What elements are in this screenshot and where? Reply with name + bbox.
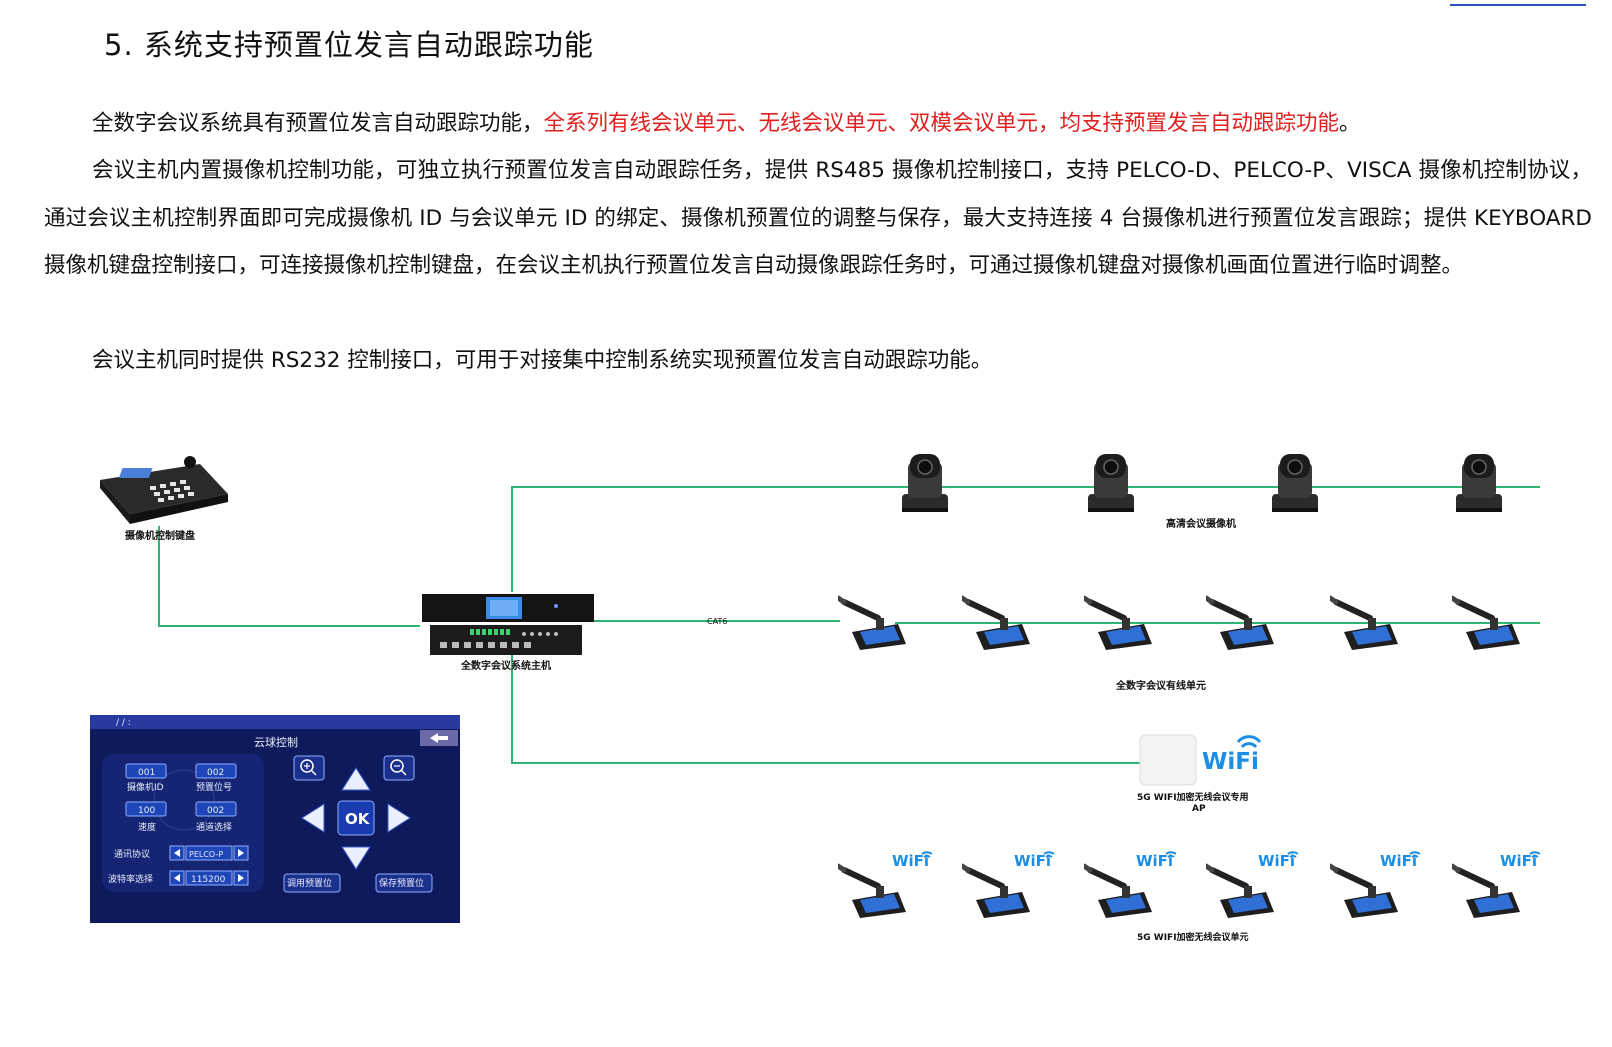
- ptz-control-panel: / / : 云球控制 001 摄像机ID 002 预置位号 100 速度 002…: [90, 715, 460, 923]
- arrow-right-button[interactable]: [387, 803, 411, 833]
- p1-text: 全数字会议系统具有预置位发言自动跟踪功能，: [92, 111, 544, 136]
- channel-value: 002: [207, 806, 224, 816]
- wireless-unit: [838, 866, 906, 918]
- panel-title: 云球控制: [254, 735, 298, 749]
- arrow-down-button[interactable]: [341, 846, 371, 870]
- zoom-out-button[interactable]: [383, 755, 415, 781]
- wifi-icon: [1236, 735, 1262, 744]
- keyboard-label: 摄像机控制键盘: [125, 529, 195, 542]
- hd-camera: [901, 453, 949, 513]
- wifi-icon: [1136, 851, 1176, 870]
- wireless-unit-row: [838, 851, 1540, 918]
- cameras-label: 高清会议摄像机: [1166, 517, 1236, 530]
- arrow-left-button[interactable]: [301, 803, 325, 833]
- protocol-value: PELCO-P: [189, 850, 223, 859]
- save-preset-label: 保存预置位: [379, 877, 424, 889]
- panel-topbar: / / :: [116, 718, 131, 728]
- speed-label: 速度: [138, 821, 156, 833]
- wireless-units-label: 5G WIFI加密无线会议单元: [1137, 931, 1249, 943]
- speed-value: 100: [138, 806, 155, 816]
- baud-value: 115200: [191, 875, 226, 885]
- zoom-in-button[interactable]: [293, 755, 325, 781]
- preset-number-field[interactable]: [195, 763, 237, 779]
- hd-camera: [1455, 453, 1503, 513]
- ap-label-line2: AP: [1192, 804, 1206, 814]
- baud-value-field: [185, 870, 233, 886]
- ok-label: OK: [345, 810, 371, 828]
- p1-highlight: 全系列有线会议单元、无线会议单元、双模会议单元，均支持预置发言自动跟踪功能: [543, 111, 1340, 136]
- paragraph-1: 全数字会议系统具有预置位发言自动跟踪功能，全系列有线会议单元、无线会议单元、双模…: [44, 100, 1592, 148]
- back-arrow-icon: [430, 733, 448, 743]
- protocol-value-field: [185, 845, 233, 861]
- wifi-icon: [1258, 851, 1298, 870]
- p1-end: 。: [1339, 111, 1361, 136]
- wired-units-label: 全数字会议有线单元: [1115, 679, 1206, 692]
- arrow-left-icon: [174, 849, 180, 857]
- wifi-icon: [892, 851, 932, 870]
- top-decor-line: [1450, 4, 1586, 6]
- preset-number-value: 002: [207, 768, 224, 778]
- camera-id-value: 001: [138, 768, 155, 778]
- wifi-icon: [1500, 851, 1540, 870]
- call-preset-button[interactable]: [283, 873, 341, 893]
- speed-field[interactable]: [125, 801, 167, 817]
- call-preset-label: 调用预置位: [287, 877, 332, 889]
- arrow-right-icon: [238, 874, 244, 882]
- wireless-unit: [962, 866, 1030, 918]
- zoom-out-icon: [390, 759, 404, 773]
- hd-camera: [1087, 453, 1135, 513]
- preset-number-label: 预置位号: [196, 781, 232, 793]
- hd-camera-row: [901, 453, 1503, 513]
- wifi-icon: [1014, 851, 1054, 870]
- conference-host-device: [422, 594, 594, 655]
- cat6-label: CAT6: [707, 617, 727, 626]
- paragraph-3: 会议主机同时提供 RS232 控制接口，可用于对接集中控制系统实现预置位发言自动…: [92, 348, 993, 373]
- ap-label-line1: 5G WIFI加密无线会议专用: [1137, 791, 1249, 803]
- camera-id-label: 摄像机ID: [127, 781, 164, 793]
- camera-keyboard-device: [100, 456, 228, 524]
- section-heading: 5. 系统支持预置位发言自动跟踪功能: [104, 28, 594, 62]
- wifi-logo-text: WiFi: [1202, 749, 1259, 775]
- zoom-in-icon: [300, 759, 314, 773]
- host-label: 全数字会议系统主机: [460, 659, 551, 672]
- arrow-left-icon: [174, 874, 180, 882]
- wireless-ap-device: WiFi: [1139, 734, 1262, 786]
- wireless-unit: [1452, 866, 1520, 918]
- wireless-unit: [1206, 866, 1274, 918]
- save-preset-button[interactable]: [375, 873, 433, 893]
- wireless-unit: [1084, 866, 1152, 918]
- channel-field[interactable]: [195, 801, 237, 817]
- channel-label: 通道选择: [196, 821, 232, 833]
- wireless-unit: [1330, 866, 1398, 918]
- system-diagram: WiFi 摄像机控制键盘: [90, 453, 1540, 943]
- wifi-icon: [1380, 851, 1420, 870]
- paragraph-2: 会议主机内置摄像机控制功能，可独立执行预置位发言自动跟踪任务，提供 RS485 …: [44, 158, 1592, 278]
- arrow-right-icon: [238, 849, 244, 857]
- ok-button[interactable]: [337, 800, 375, 836]
- camera-id-field[interactable]: [125, 763, 167, 779]
- protocol-label: 通讯协议: [114, 848, 150, 860]
- hd-camera: [1271, 453, 1319, 513]
- baud-label: 波特率选择: [108, 873, 153, 885]
- arrow-up-button[interactable]: [341, 767, 371, 791]
